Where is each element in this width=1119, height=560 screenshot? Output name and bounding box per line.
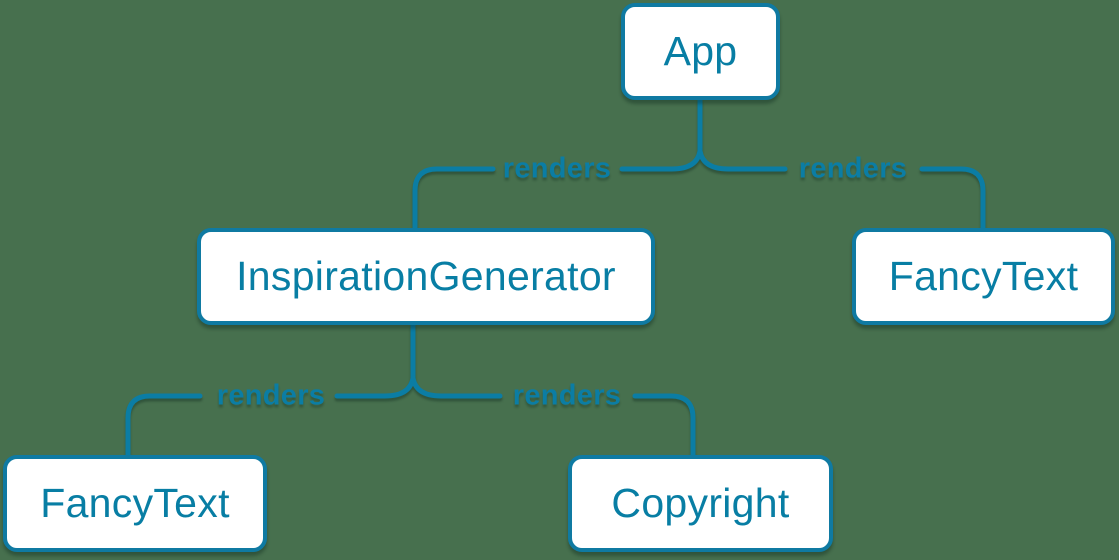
edge-inspirationgenerator-copyright-a (410, 375, 503, 399)
node-fancy-text-bottom-label: FancyText (40, 480, 230, 526)
edge-app-inspirationgenerator-a (619, 148, 703, 172)
node-fancy-text-top: FancyText (852, 228, 1115, 325)
edge-label-app-fancytext: renders (798, 152, 908, 185)
edge-inspirationgenerator-fancytext-a (334, 375, 416, 399)
edge-app-fancytext-b (919, 166, 986, 231)
node-inspiration-generator-label: InspirationGenerator (236, 253, 616, 299)
edge-app-inspirationgenerator-b (412, 166, 496, 231)
node-copyright-label: Copyright (611, 480, 790, 526)
node-app: App (621, 3, 780, 100)
node-fancy-text-top-label: FancyText (888, 253, 1079, 299)
edge-label-inspirationgenerator-fancytext: renders (216, 379, 326, 412)
node-app-label: App (663, 28, 738, 74)
edge-app-fancytext-a (697, 148, 788, 172)
edge-label-app-inspirationgenerator: renders (502, 152, 612, 185)
edge-label-inspirationgenerator-copyright: renders (512, 379, 622, 412)
node-fancy-text-bottom: FancyText (3, 455, 267, 552)
edge-inspirationgenerator-copyright-b (632, 393, 696, 458)
node-copyright: Copyright (568, 455, 833, 552)
node-inspiration-generator: InspirationGenerator (197, 228, 655, 325)
edge-inspirationgenerator-fancytext-b (125, 393, 203, 458)
